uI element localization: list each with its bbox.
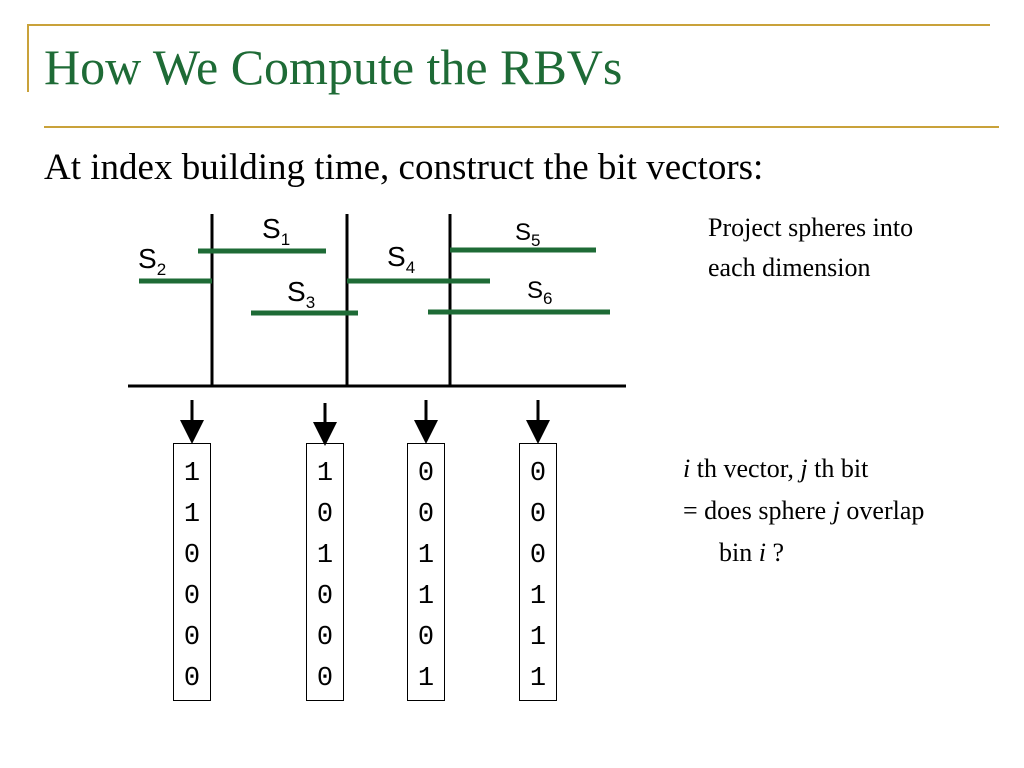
sphere-label-s3: S3 [287, 276, 315, 312]
sphere-label-s1: S1 [262, 213, 290, 249]
bit: 0 [417, 623, 435, 653]
bit: 1 [316, 459, 334, 489]
bit: 0 [316, 582, 334, 612]
bit: 1 [316, 541, 334, 571]
bit: 1 [183, 459, 201, 489]
bit: 0 [529, 500, 547, 530]
bit-vector-2: 1 0 1 0 0 0 [306, 443, 344, 701]
vector-note-line-2: = does sphere j overlap [683, 496, 925, 525]
slide-subtitle: At index building time, construct the bi… [44, 147, 764, 188]
sphere-label-s5: S5 [515, 219, 540, 250]
bit: 0 [316, 664, 334, 694]
bit: 1 [529, 664, 547, 694]
bit: 0 [183, 541, 201, 571]
project-note-line-1: Project spheres into [708, 213, 914, 242]
bit: 0 [529, 541, 547, 571]
bit: 1 [417, 582, 435, 612]
bit: 0 [417, 459, 435, 489]
bit: 0 [529, 459, 547, 489]
bit: 0 [183, 664, 201, 694]
sphere-label-s4: S4 [387, 241, 415, 277]
bit: 1 [417, 541, 435, 571]
bit: 0 [316, 623, 334, 653]
bit: 0 [183, 623, 201, 653]
project-note-line-2: each dimension [708, 253, 871, 282]
bit-vector-1: 1 1 0 0 0 0 [173, 443, 211, 701]
bit: 1 [529, 623, 547, 653]
title-underline [44, 126, 999, 128]
bit-vector-4: 0 0 0 1 1 1 [519, 443, 557, 701]
top-rule [27, 24, 990, 26]
sphere-label-s2: S2 [138, 243, 166, 279]
left-rule [27, 24, 29, 92]
bit: 0 [316, 500, 334, 530]
vector-note-line-1: i th vector, j th bit [683, 454, 869, 483]
bit: 1 [529, 582, 547, 612]
bit: 1 [417, 664, 435, 694]
vector-note: i th vector, j th bit = does sphere j ov… [683, 448, 924, 574]
sphere-label-s6: S6 [527, 277, 552, 308]
bit: 1 [183, 500, 201, 530]
page-title: How We Compute the RBVs [44, 39, 623, 95]
vector-note-line-3: bin i ? [719, 538, 785, 567]
project-note: Project spheres into each dimension [708, 208, 913, 288]
bit: 0 [417, 500, 435, 530]
bit-vector-3: 0 0 1 1 0 1 [407, 443, 445, 701]
bit: 0 [183, 582, 201, 612]
